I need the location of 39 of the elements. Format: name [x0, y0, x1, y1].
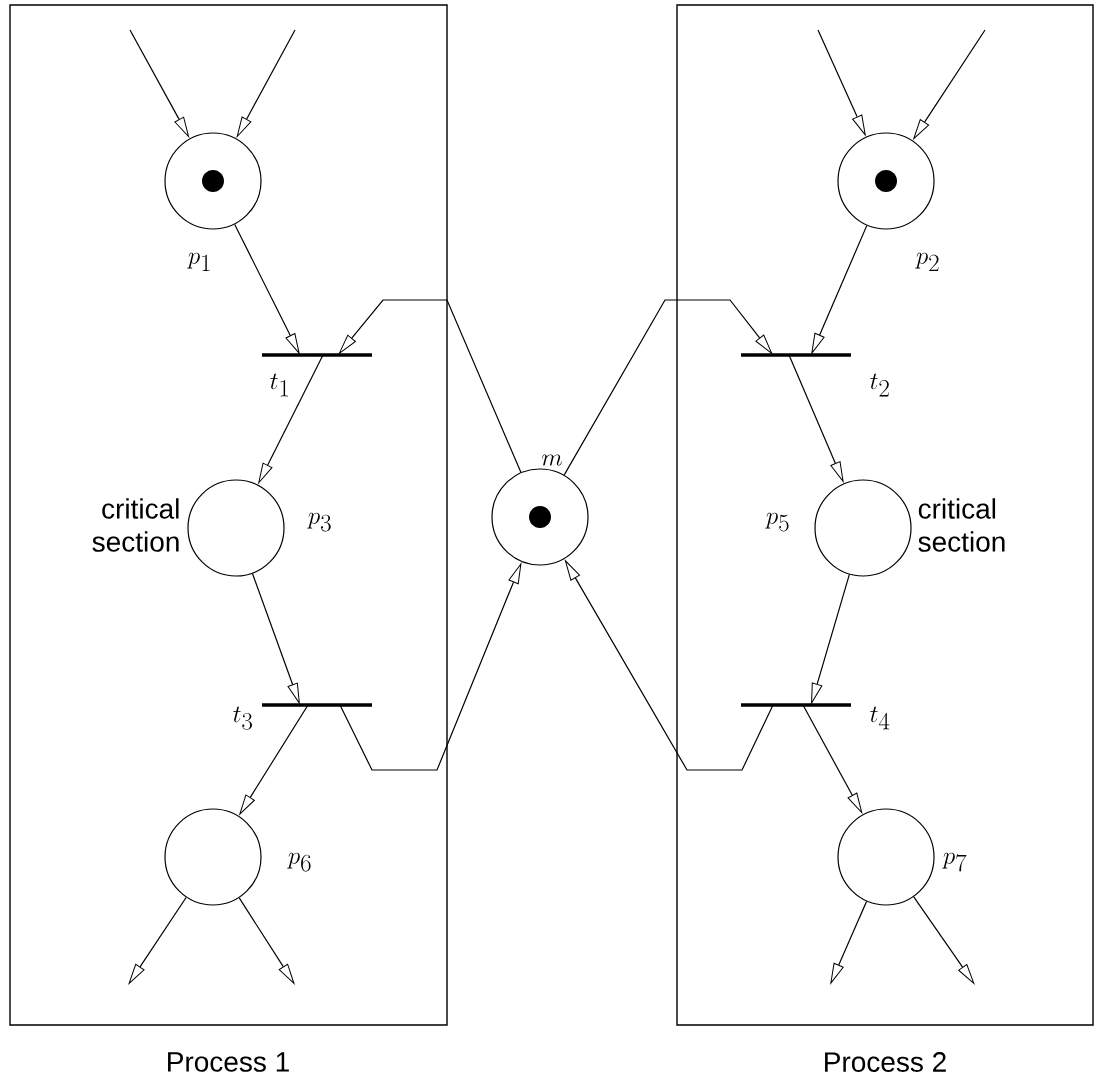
- arrow: [802, 704, 863, 814]
- arrow: [239, 704, 309, 815]
- node-label: $p_5$: [765, 512, 789, 532]
- arrow: [830, 900, 868, 984]
- arrow: [258, 354, 324, 484]
- arrow: [913, 896, 975, 984]
- transition-bar: $t_3$: [233, 703, 372, 730]
- arrow: [811, 225, 868, 354]
- node-label: $t_4$: [870, 706, 890, 730]
- node-label: $p_6$: [287, 852, 311, 872]
- arrow: [129, 29, 190, 138]
- node-label: critical section: [92, 498, 179, 552]
- transition-bar: $t_4$: [741, 703, 890, 730]
- transition-bar: $t_2$: [741, 353, 889, 397]
- node-label: $t_1$: [270, 373, 288, 397]
- arrow: [811, 574, 850, 704]
- node-label: $p_1$: [187, 252, 210, 272]
- arrow: [251, 573, 300, 704]
- node-label: $m$: [542, 454, 562, 466]
- arrow: [234, 223, 300, 354]
- node-label: critical section: [918, 498, 1005, 552]
- transition-bar: $t_1$: [262, 353, 372, 397]
- node-label: $t_3$: [233, 706, 253, 730]
- arrow: [236, 29, 296, 137]
- arrow: [788, 354, 844, 482]
- arrow: [238, 897, 295, 984]
- node-label: Process 2: [825, 1052, 946, 1072]
- node-label: $p_3$: [307, 512, 331, 532]
- node-label: $p_2$: [915, 252, 939, 272]
- node-label: Process 1: [168, 1052, 289, 1072]
- arrow: [339, 563, 522, 771]
- arrow: [563, 299, 773, 476]
- arrow: [128, 896, 187, 984]
- arrow: [338, 299, 522, 473]
- arrow: [817, 29, 866, 136]
- node-label: $p_7$: [942, 852, 967, 872]
- arrow: [564, 560, 774, 771]
- node-label: $t_2$: [870, 373, 889, 397]
- arrow: [913, 29, 986, 140]
